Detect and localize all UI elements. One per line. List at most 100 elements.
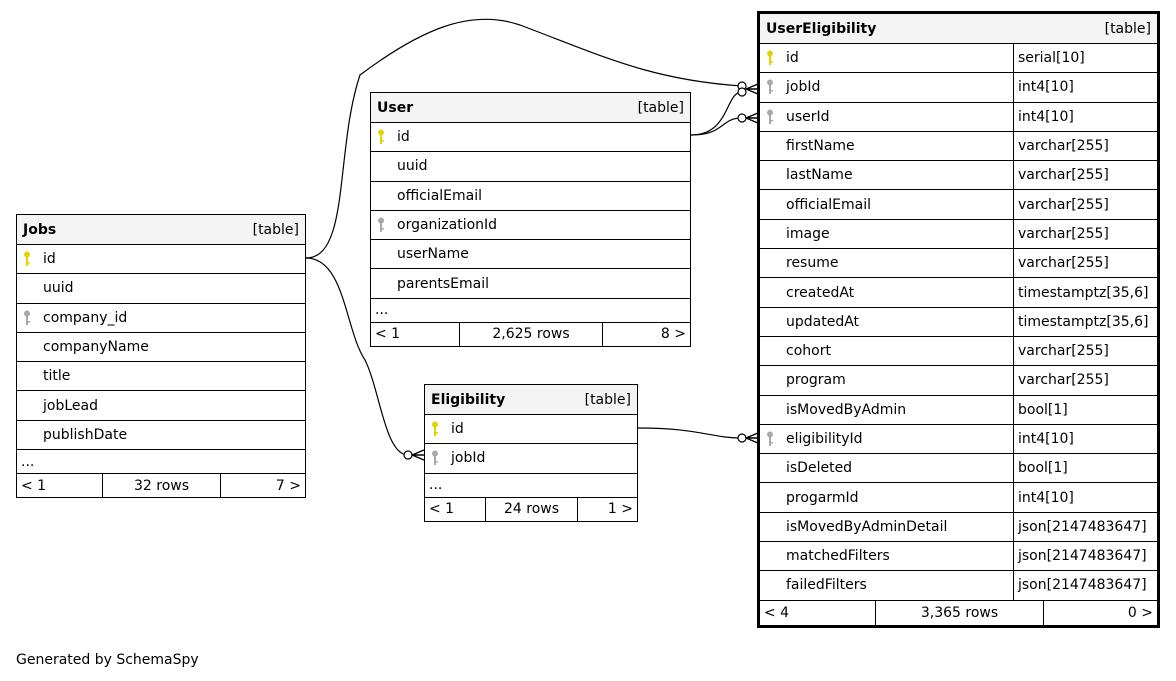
column-row[interactable]: parentsEmail bbox=[371, 268, 690, 297]
key-cell bbox=[760, 366, 780, 394]
more-columns: ... bbox=[17, 449, 305, 473]
column-type: int4[10] bbox=[1013, 102, 1157, 131]
row-count: 2,625 rows bbox=[460, 322, 603, 346]
column-row[interactable]: officialEmail bbox=[371, 180, 690, 210]
children-count[interactable]: 7 > bbox=[275, 477, 301, 494]
column-row[interactable]: userId int4[10] bbox=[760, 101, 1157, 131]
key-cell bbox=[17, 421, 37, 449]
column-row[interactable]: uuid bbox=[371, 151, 690, 180]
column-name: jobId bbox=[451, 450, 486, 467]
parents-count[interactable]: < 1 bbox=[425, 497, 486, 521]
children-count[interactable]: 1 > bbox=[607, 501, 633, 518]
parents-count[interactable]: < 1 bbox=[371, 322, 460, 346]
table-footer: < 1 2,625 rows 8 > bbox=[371, 321, 690, 346]
table-header: Jobs [table] bbox=[17, 215, 305, 244]
relation-user-usereligibility bbox=[690, 117, 743, 136]
column-name: eligibilityId bbox=[786, 431, 863, 447]
column-name: parentsEmail bbox=[397, 275, 490, 292]
table-footer: < 1 24 rows 1 > bbox=[425, 496, 637, 521]
column-name: id bbox=[397, 129, 410, 146]
children-count[interactable]: 0 > bbox=[1127, 604, 1153, 621]
key-cell bbox=[760, 220, 780, 248]
column-row[interactable]: updatedAt timestamptz[35,6] bbox=[760, 306, 1157, 336]
column-name: updatedAt bbox=[786, 313, 860, 330]
parents-count[interactable]: < 1 bbox=[17, 474, 103, 498]
column-row[interactable]: id bbox=[425, 414, 637, 443]
zero-or-many-marker bbox=[403, 450, 413, 460]
more-columns: ... bbox=[371, 297, 690, 322]
key-cell bbox=[760, 396, 780, 424]
column-name: failedFilters bbox=[786, 577, 867, 594]
column-row[interactable]: uuid bbox=[17, 273, 305, 302]
table-footer: < 4 3,365 rows 0 > bbox=[760, 599, 1157, 625]
foreign-key-icon bbox=[760, 425, 780, 453]
column-row[interactable]: publishDate bbox=[17, 419, 305, 449]
column-name: firstName bbox=[786, 138, 855, 155]
column-type: bool[1] bbox=[1013, 395, 1157, 424]
table-header: UserEligibility [table] bbox=[760, 14, 1157, 43]
table-header: User [table] bbox=[371, 93, 690, 122]
column-row[interactable]: id bbox=[371, 122, 690, 151]
key-cell bbox=[371, 152, 391, 180]
table-user[interactable]: User [table] id uuid officialEmail organiza… bbox=[370, 92, 691, 347]
column-row[interactable]: title bbox=[17, 361, 305, 390]
key-cell bbox=[17, 333, 37, 361]
column-type: varchar[255] bbox=[1013, 219, 1157, 249]
crowfoot-marker bbox=[411, 449, 425, 461]
table-header: Eligibility [table] bbox=[425, 385, 637, 414]
column-type: timestamptz[35,6] bbox=[1013, 307, 1157, 336]
column-name: officialEmail bbox=[397, 187, 482, 204]
primary-key-icon bbox=[371, 123, 391, 151]
key-cell bbox=[760, 161, 780, 189]
table-footer: < 1 32 rows 7 > bbox=[17, 473, 305, 498]
key-cell bbox=[371, 240, 391, 268]
column-name: userId bbox=[786, 108, 830, 125]
column-type: varchar[255] bbox=[1013, 131, 1157, 161]
key-cell bbox=[760, 454, 780, 482]
column-name: matchedFilters bbox=[786, 548, 890, 565]
key-cell bbox=[371, 269, 391, 297]
foreign-key-icon bbox=[760, 73, 780, 101]
row-count: 32 rows bbox=[103, 474, 221, 498]
children-count[interactable]: 8 > bbox=[660, 326, 686, 343]
column-row[interactable]: company_id bbox=[17, 302, 305, 332]
column-row[interactable]: companyName bbox=[17, 331, 305, 361]
table-kind: [table] bbox=[637, 99, 684, 116]
column-row[interactable]: jobLead bbox=[17, 390, 305, 419]
parents-count[interactable]: < 4 bbox=[760, 600, 876, 625]
column-row[interactable]: jobId bbox=[425, 443, 637, 472]
column-row[interactable]: id bbox=[17, 244, 305, 273]
crowfoot-marker bbox=[745, 432, 759, 444]
column-row[interactable]: firstName varchar[255] bbox=[760, 130, 1157, 161]
column-row[interactable]: organizationId bbox=[371, 209, 690, 239]
column-list: id jobId bbox=[425, 414, 637, 473]
relation-user-usereligibility-2 bbox=[690, 91, 743, 136]
column-type: timestamptz[35,6] bbox=[1013, 278, 1157, 307]
column-row[interactable]: userName bbox=[371, 239, 690, 268]
column-name: resume bbox=[786, 255, 839, 272]
key-cell bbox=[760, 571, 780, 599]
column-name: officialEmail bbox=[786, 196, 871, 213]
column-name: progarmId bbox=[786, 489, 859, 506]
key-cell bbox=[760, 337, 780, 365]
